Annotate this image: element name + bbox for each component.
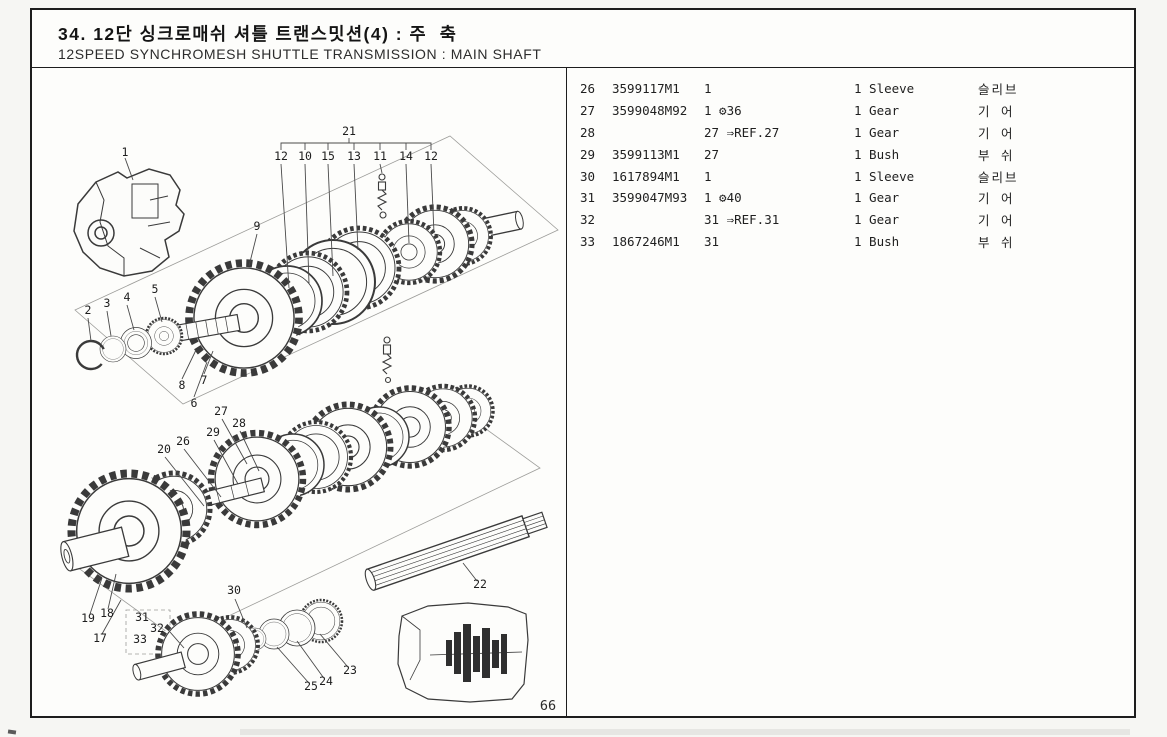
callout-label: 9 — [254, 219, 261, 233]
callout-label: 32 — [150, 621, 164, 635]
cell-qty: 27 — [704, 146, 720, 162]
cell-desc: 1 Sleeve — [854, 168, 915, 184]
cell-desc: 1 Bush — [854, 146, 900, 162]
cell-part: 1867246M1 — [612, 233, 680, 249]
callout-label: 33 — [133, 632, 147, 646]
scan-artifact — [240, 729, 1130, 735]
table-row: 33 1867246M1 31 1 Bush 부 쉬 — [580, 231, 1125, 253]
detent-ball-spring-top — [376, 173, 388, 219]
callout-label: 5 — [152, 282, 159, 296]
cell-ko: 슬리브 — [978, 169, 1019, 185]
cell-desc: 1 Gear — [854, 212, 900, 228]
cell-part: 3599047M93 — [612, 190, 688, 206]
cell-ko: 기 어 — [978, 213, 1015, 229]
cell-ref: 31 — [580, 190, 596, 206]
cell-ko: 부 쉬 — [978, 147, 1015, 163]
cell-part: 1617894M1 — [612, 168, 680, 184]
cell-desc: 1 Gear — [854, 124, 900, 140]
callout-label: 11 — [373, 149, 387, 163]
lower-shaft-assembly — [60, 386, 495, 589]
table-row: 28 27 ⇒REF.27 1 Gear 기 어 — [580, 122, 1125, 144]
callout-label: 30 — [227, 583, 241, 597]
callout-label: 12 — [424, 149, 438, 163]
callout-label: 18 — [100, 606, 114, 620]
callout-label: 28 — [232, 416, 246, 430]
callout-label: 8 — [179, 378, 186, 392]
header-divider-line — [31, 67, 1135, 68]
cell-ko: 부 쉬 — [978, 234, 1015, 250]
callout-label: 4 — [124, 290, 131, 304]
callout-label: 17 — [93, 631, 107, 645]
callout-label: 10 — [298, 149, 312, 163]
callout-label: 23 — [343, 663, 357, 677]
callout-label: 15 — [321, 149, 335, 163]
callout-label: 3 — [104, 296, 111, 310]
upper-shaft-assembly — [75, 173, 524, 375]
callout-label: 2 — [85, 303, 92, 317]
table-row: 30 1617894M1 1 1 Sleeve 슬리브 — [580, 165, 1125, 187]
cell-ko: 기 어 — [978, 125, 1015, 141]
callout-label: 12 — [274, 149, 288, 163]
cell-desc: 1 Sleeve — [854, 81, 915, 97]
detent-assembly — [381, 336, 393, 384]
cell-ref: 26 — [580, 81, 596, 97]
callout-label: 29 — [206, 425, 220, 439]
cell-qty: 27 ⇒REF.27 — [704, 124, 780, 140]
cell-qty: 1 — [704, 81, 712, 97]
snap-ring-part — [75, 339, 107, 371]
parts-table: 26 3599117M1 1 1 Sleeve 슬리브 27 3599048M92 1 ⚙36… — [580, 78, 1125, 252]
cell-ref: 30 — [580, 168, 596, 184]
cell-part: 3599113M1 — [612, 146, 680, 162]
table-row: 31 3599047M93 1 ⚙40 1 Gear 기 어 — [580, 187, 1125, 209]
cell-ref: 29 — [580, 146, 596, 162]
cell-ko: 슬리브 — [978, 82, 1019, 98]
housing-part — [73, 168, 185, 277]
cell-ref: 32 — [580, 212, 596, 228]
table-row: 26 3599117M1 1 1 Sleeve 슬리브 — [580, 78, 1125, 100]
page-title-korean: 34. 12단 싱크로매쉬 셔틀 트랜스밋션(4) : 주 축 — [58, 24, 458, 44]
callout-label: 27 — [214, 404, 228, 418]
cell-desc: 1 Gear — [854, 190, 900, 206]
column-divider-line — [566, 67, 567, 718]
parts-table-body: 26 3599117M1 1 1 Sleeve 슬리브 27 3599048M92 1 ⚙36… — [580, 78, 1125, 252]
cell-ref: 28 — [580, 124, 596, 140]
callout-label: 24 — [319, 674, 333, 688]
callout-leader-lines — [87, 138, 478, 683]
callout-label: 14 — [399, 149, 413, 163]
table-row: 29 3599113M1 27 1 Bush 부 쉬 — [580, 143, 1125, 165]
page-number: 66 — [540, 698, 556, 714]
callout-label: 1 — [122, 145, 129, 159]
cell-qty: 1 — [704, 168, 712, 184]
cell-qty: 31 — [704, 233, 720, 249]
cell-qty: 31 ⇒REF.31 — [704, 212, 780, 228]
callout-label: 31 — [135, 610, 149, 624]
cell-ref: 27 — [580, 103, 596, 119]
main-shaft-part — [364, 511, 548, 591]
callout-label: 26 — [176, 434, 190, 448]
cell-part: 3599048M92 — [612, 103, 688, 119]
cell-qty: 1 ⚙36 — [704, 103, 742, 119]
callout-label: 19 — [81, 611, 95, 625]
assembled-unit-inset — [397, 602, 529, 703]
callout-label: 25 — [304, 679, 318, 693]
cell-desc: 1 Gear — [854, 103, 900, 119]
callout-label: 21 — [342, 124, 356, 138]
cell-qty: 1 ⚙40 — [704, 190, 742, 206]
callout-label: 22 — [473, 577, 487, 591]
bottom-gear-cluster — [132, 598, 344, 694]
callout-label: 6 — [191, 396, 198, 410]
cell-ko: 기 어 — [978, 104, 1015, 120]
callout-label: 7 — [201, 373, 208, 387]
page-title-english: 12SPEED SYNCHROMESH SHUTTLE TRANSMISSION… — [58, 46, 542, 62]
callout-label: 20 — [157, 442, 171, 456]
cell-part: 3599117M1 — [612, 81, 680, 97]
table-row: 27 3599048M92 1 ⚙36 1 Gear 기 어 — [580, 100, 1125, 122]
table-row: 32 31 ⇒REF.31 1 Gear 기 어 — [580, 209, 1125, 231]
cell-ko: 기 어 — [978, 191, 1015, 207]
cell-ref: 33 — [580, 233, 596, 249]
callout-label: 13 — [347, 149, 361, 163]
cell-desc: 1 Bush — [854, 233, 900, 249]
